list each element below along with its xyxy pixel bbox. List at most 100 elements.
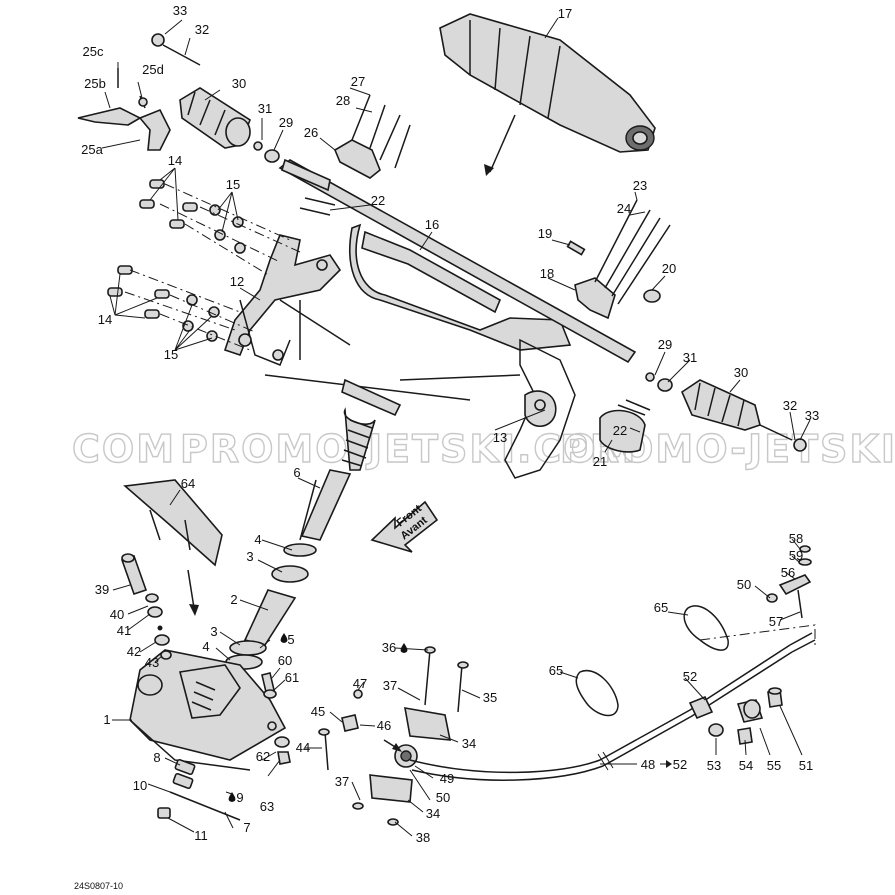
callout: 40: [110, 607, 124, 622]
callout: 37: [335, 774, 349, 789]
callout: 6: [293, 465, 300, 480]
callout: 54: [739, 758, 753, 773]
callout: 46: [377, 718, 391, 733]
callout: 59: [789, 548, 803, 563]
callout: 1: [103, 712, 110, 727]
watermark-middle: PROMO-JETSKI.COM: [180, 427, 637, 471]
support-nuts: [274, 736, 291, 765]
handlebar-clamp-upper: [333, 94, 411, 179]
callout: 22: [371, 193, 385, 208]
callout: 52: [673, 757, 687, 772]
callout: 56: [781, 565, 795, 580]
brake-lever: [77, 68, 171, 151]
frame: [223, 223, 576, 479]
cable-clamps: [575, 605, 729, 717]
callout: 45: [311, 704, 325, 719]
callout: 57: [769, 614, 783, 629]
steering-cable: [409, 624, 816, 781]
callout: 9: [236, 790, 243, 805]
callout: 50: [737, 577, 751, 592]
callout: 32: [195, 22, 209, 37]
callout: 15: [164, 347, 178, 362]
callout: 50: [436, 790, 450, 805]
callout: 22: [613, 423, 627, 438]
steering-column: [225, 378, 402, 670]
callout: 33: [805, 408, 819, 423]
callout: 7: [243, 820, 250, 835]
drop-icon: [280, 633, 288, 643]
callout: 53: [707, 758, 721, 773]
callout: 8: [153, 750, 160, 765]
reference-arrow: [660, 760, 672, 768]
callout: 47: [353, 676, 367, 691]
left-grip: [151, 33, 280, 163]
callout: 13: [493, 430, 507, 445]
callout: 19: [538, 226, 552, 241]
callout: 14: [168, 153, 182, 168]
callout: 14: [98, 312, 112, 327]
callout: 34: [462, 736, 476, 751]
callout: 15: [226, 177, 240, 192]
clamp-cover-left: [281, 158, 336, 216]
callout: 21: [593, 454, 607, 469]
callout: 31: [683, 350, 697, 365]
callout: 63: [260, 799, 274, 814]
callout: 25b: [84, 76, 106, 91]
cable-end-fittings: [708, 687, 783, 745]
callout: 24: [617, 201, 631, 216]
callout: 30: [232, 76, 246, 91]
cable-end-bracket: [766, 545, 812, 619]
callout: 39: [95, 582, 109, 597]
callout: 55: [767, 758, 781, 773]
callout: 10: [133, 778, 147, 793]
callout: 5: [287, 632, 294, 647]
callout: 64: [181, 476, 195, 491]
callout: 4: [202, 639, 209, 654]
pivot-bolt: [157, 758, 241, 821]
callout-labels: 33 32 25c 25d 25b 30 25a 31 29 27 28 26 …: [81, 3, 819, 845]
callout: 11: [194, 828, 208, 843]
callout: 34: [426, 806, 440, 821]
callout: 62: [256, 749, 270, 764]
callout: 41: [117, 623, 131, 638]
steering-support: [129, 649, 287, 771]
handlebar-clamp-right: [566, 199, 671, 320]
cable-bracket: [352, 646, 469, 826]
callout: 65: [654, 600, 668, 615]
callout: 27: [351, 74, 365, 89]
fluid-markers: [228, 633, 408, 802]
drop-icon: [400, 643, 408, 653]
callout: 17: [558, 6, 572, 21]
support-cover: [123, 479, 223, 616]
callout: 2: [230, 592, 237, 607]
callout: 38: [416, 830, 430, 845]
callout: 51: [799, 758, 813, 773]
support-bolts-left: [120, 553, 172, 660]
callout: 20: [662, 261, 676, 276]
callout: 49: [440, 771, 454, 786]
callout: 4: [254, 532, 261, 547]
callout: 48: [641, 757, 655, 772]
callout: 61: [285, 670, 299, 685]
callout: 18: [540, 266, 554, 281]
drop-icon: [228, 792, 236, 802]
callout: 26: [304, 125, 318, 140]
callout: 16: [425, 217, 439, 232]
callout: 33: [173, 3, 187, 18]
callout: 25a: [81, 142, 103, 157]
leader-lines: [101, 17, 811, 837]
callout: 3: [210, 624, 217, 639]
support-bolts-right: [261, 672, 277, 699]
callout: 25c: [83, 44, 104, 59]
muffler: [439, 13, 656, 176]
callout: 44: [296, 740, 310, 755]
watermark: COM PROMO-JETSKI.COM PROMO-JETSKI: [71, 426, 895, 471]
callout: 65: [549, 663, 563, 678]
callout: 52: [683, 669, 697, 684]
reference-code: 24S0807-10: [74, 881, 123, 891]
callout: 12: [230, 274, 244, 289]
callout: 42: [127, 644, 141, 659]
callout: 23: [633, 178, 647, 193]
callout: 3: [246, 549, 253, 564]
